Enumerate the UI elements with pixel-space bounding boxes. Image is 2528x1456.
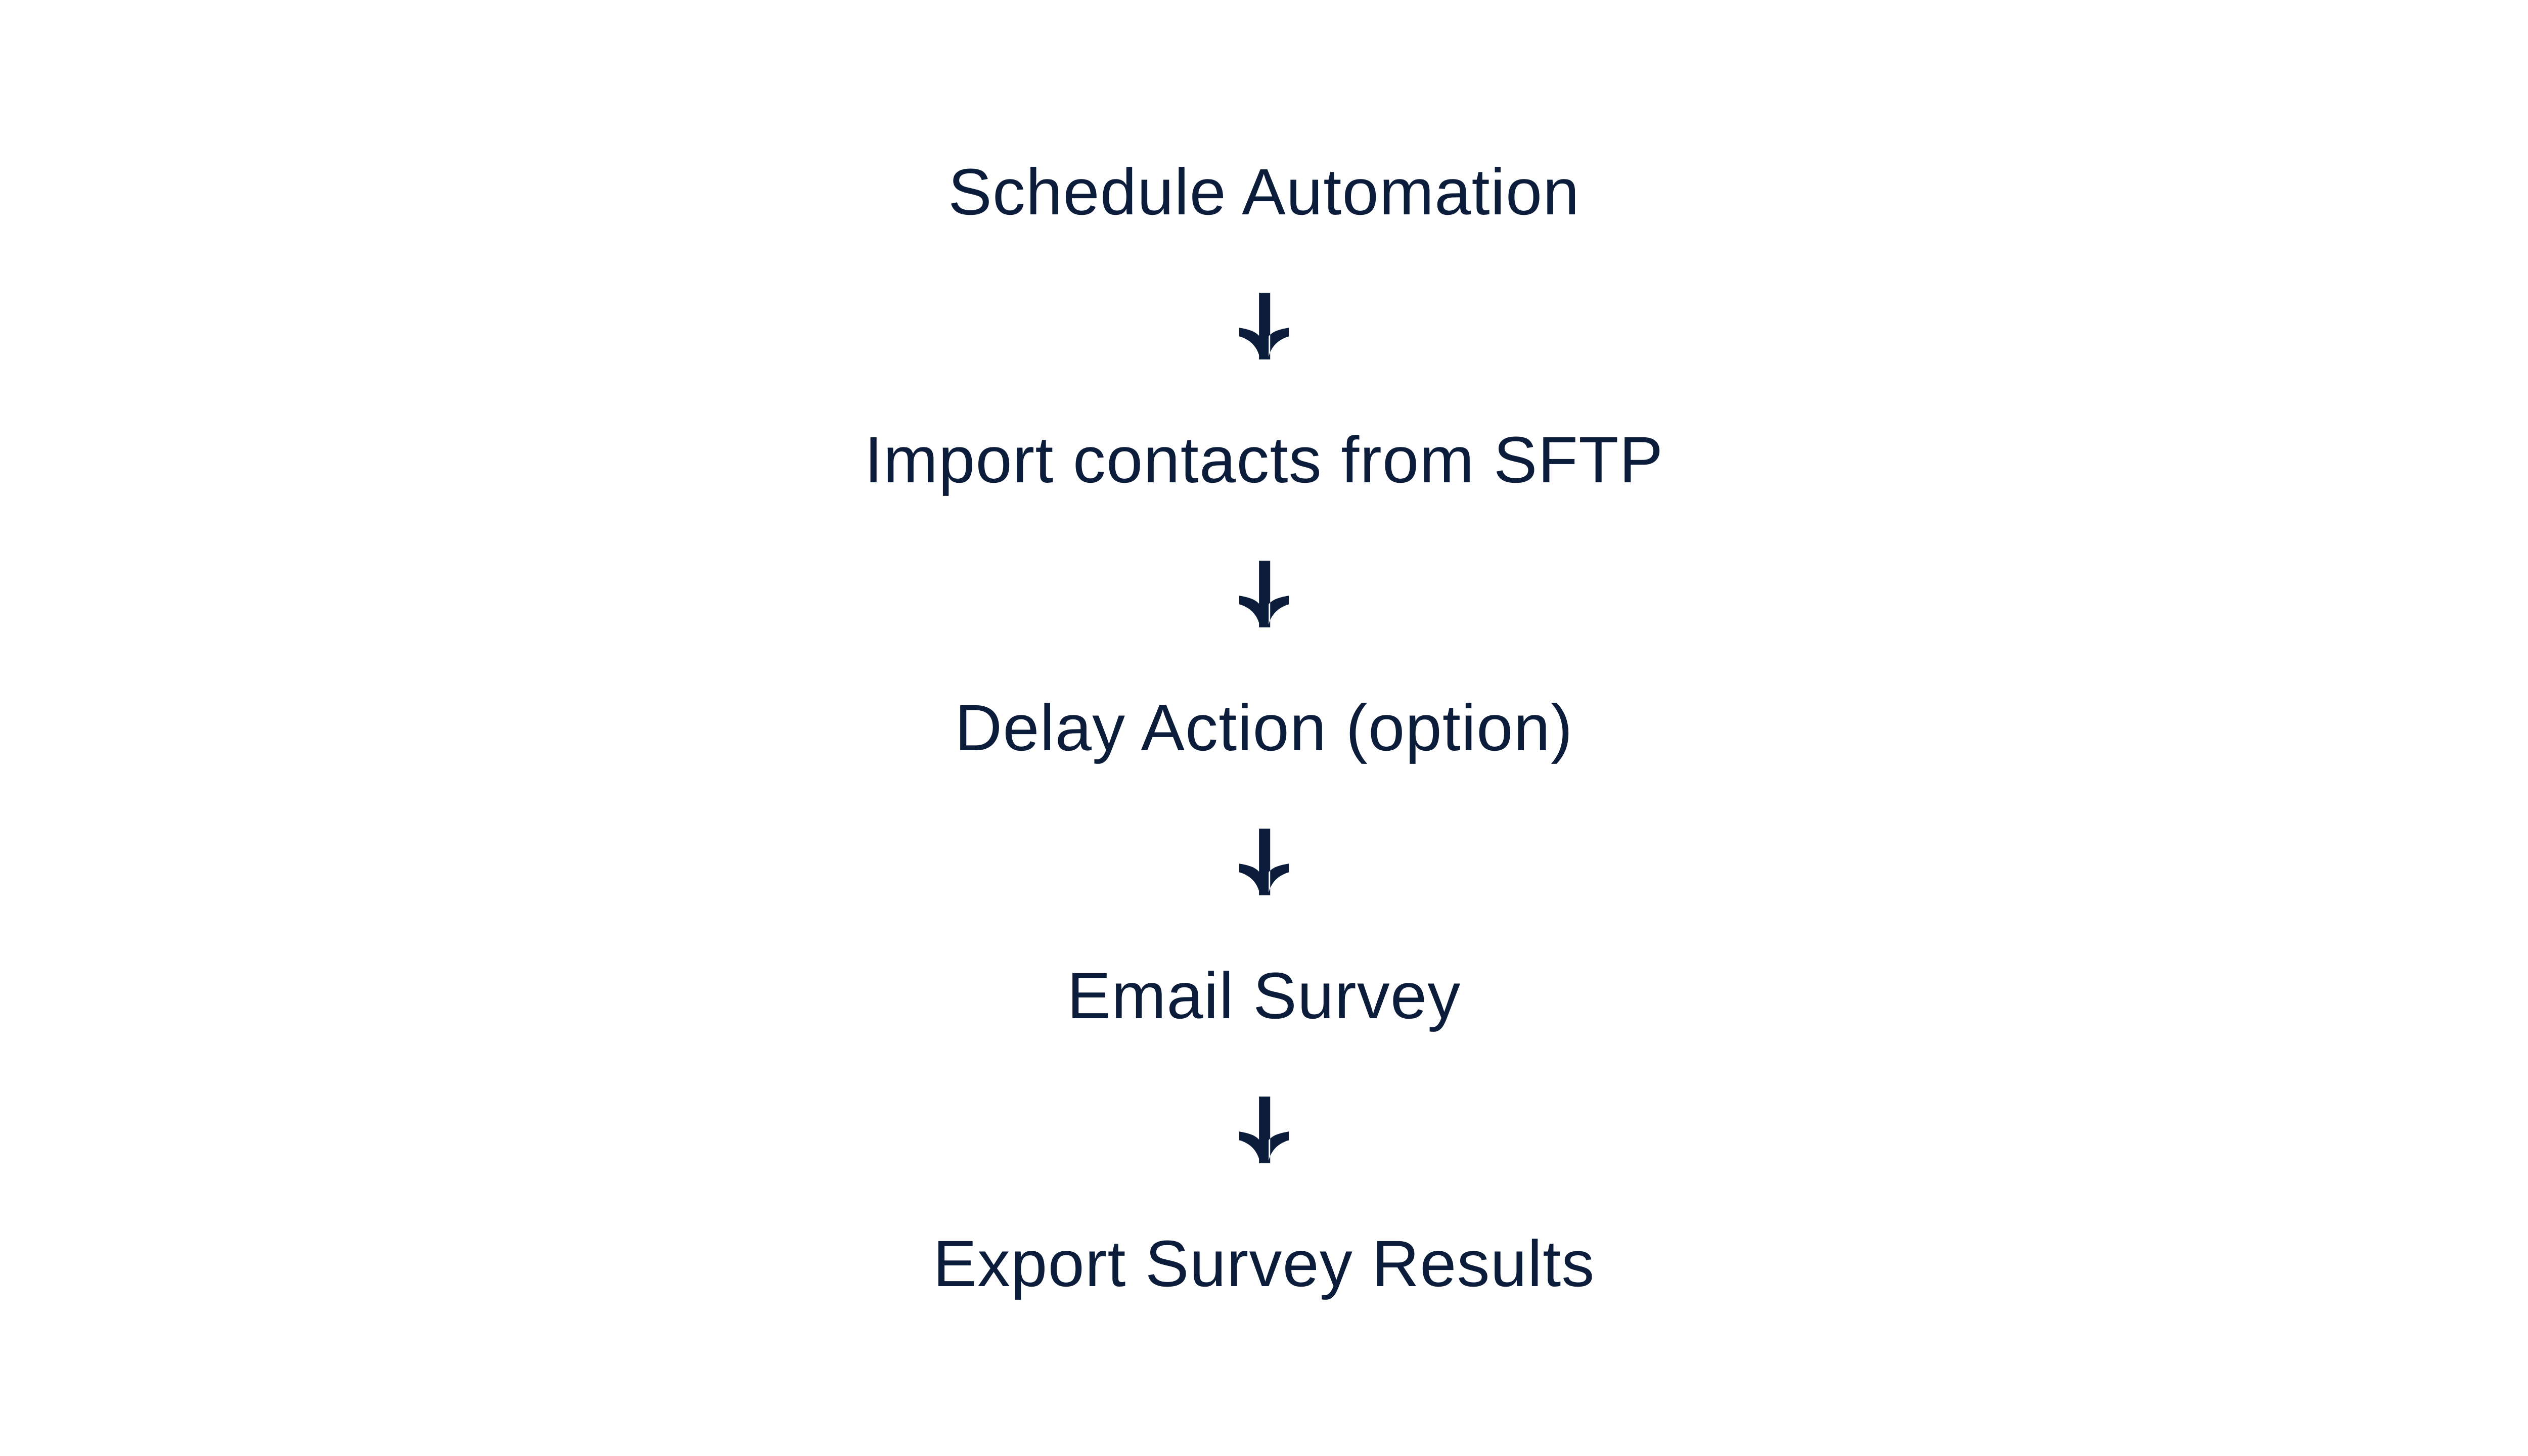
flow-step-email-survey: Email Survey <box>1067 959 1461 1032</box>
down-arrow-icon <box>1239 1096 1289 1164</box>
flow-step-export-survey-results: Export Survey Results <box>933 1227 1595 1300</box>
flow-step-schedule-automation: Schedule Automation <box>948 156 1580 229</box>
flow-step-import-contacts-sftp: Import contacts from SFTP <box>864 424 1664 497</box>
down-arrow-icon <box>1239 828 1289 896</box>
flow-connector <box>1239 527 1289 661</box>
down-arrow-icon <box>1239 292 1289 360</box>
flow-connector <box>1239 795 1289 929</box>
flow-step-delay-action: Delay Action (option) <box>955 691 1573 764</box>
down-arrow-icon <box>1239 560 1289 628</box>
flow-connector <box>1239 259 1289 393</box>
flow-connector <box>1239 1063 1289 1197</box>
